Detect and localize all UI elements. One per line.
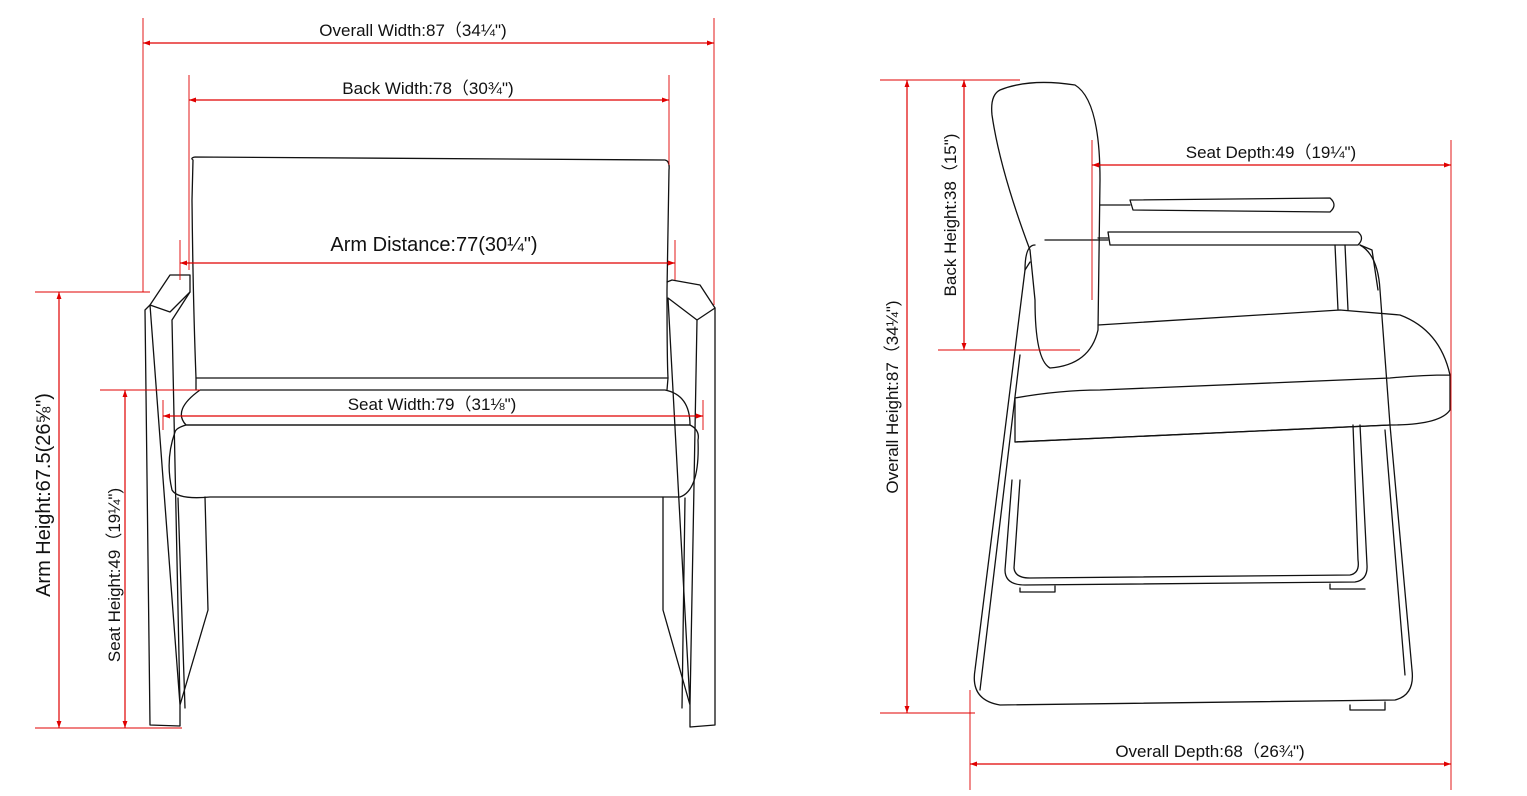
seat-width-label: Seat Width:79（31⅛") <box>348 395 517 414</box>
back-height-label: Back Height:38（15") <box>941 134 960 297</box>
arm-height-label: Arm Height:67.5(26⅝") <box>33 393 55 597</box>
seat-depth-label: Seat Depth:49（19¼") <box>1186 143 1356 162</box>
overall-width-label: Overall Width:87（34¼") <box>319 21 506 40</box>
side-view-chair <box>973 81 1451 711</box>
overall-height-label: Overall Height:87（34¼") <box>883 300 902 493</box>
front-dimension-lines <box>35 18 715 729</box>
overall-depth-label: Overall Depth:68（26¾") <box>1115 742 1304 761</box>
seat-height-label: Seat Height:49（19¼") <box>105 488 124 662</box>
arm-distance-label: Arm Distance:77(30¼") <box>330 234 537 256</box>
side-dimension-lines <box>880 79 1452 790</box>
front-view-chair <box>144 156 716 728</box>
back-width-label: Back Width:78（30¾") <box>342 79 513 98</box>
